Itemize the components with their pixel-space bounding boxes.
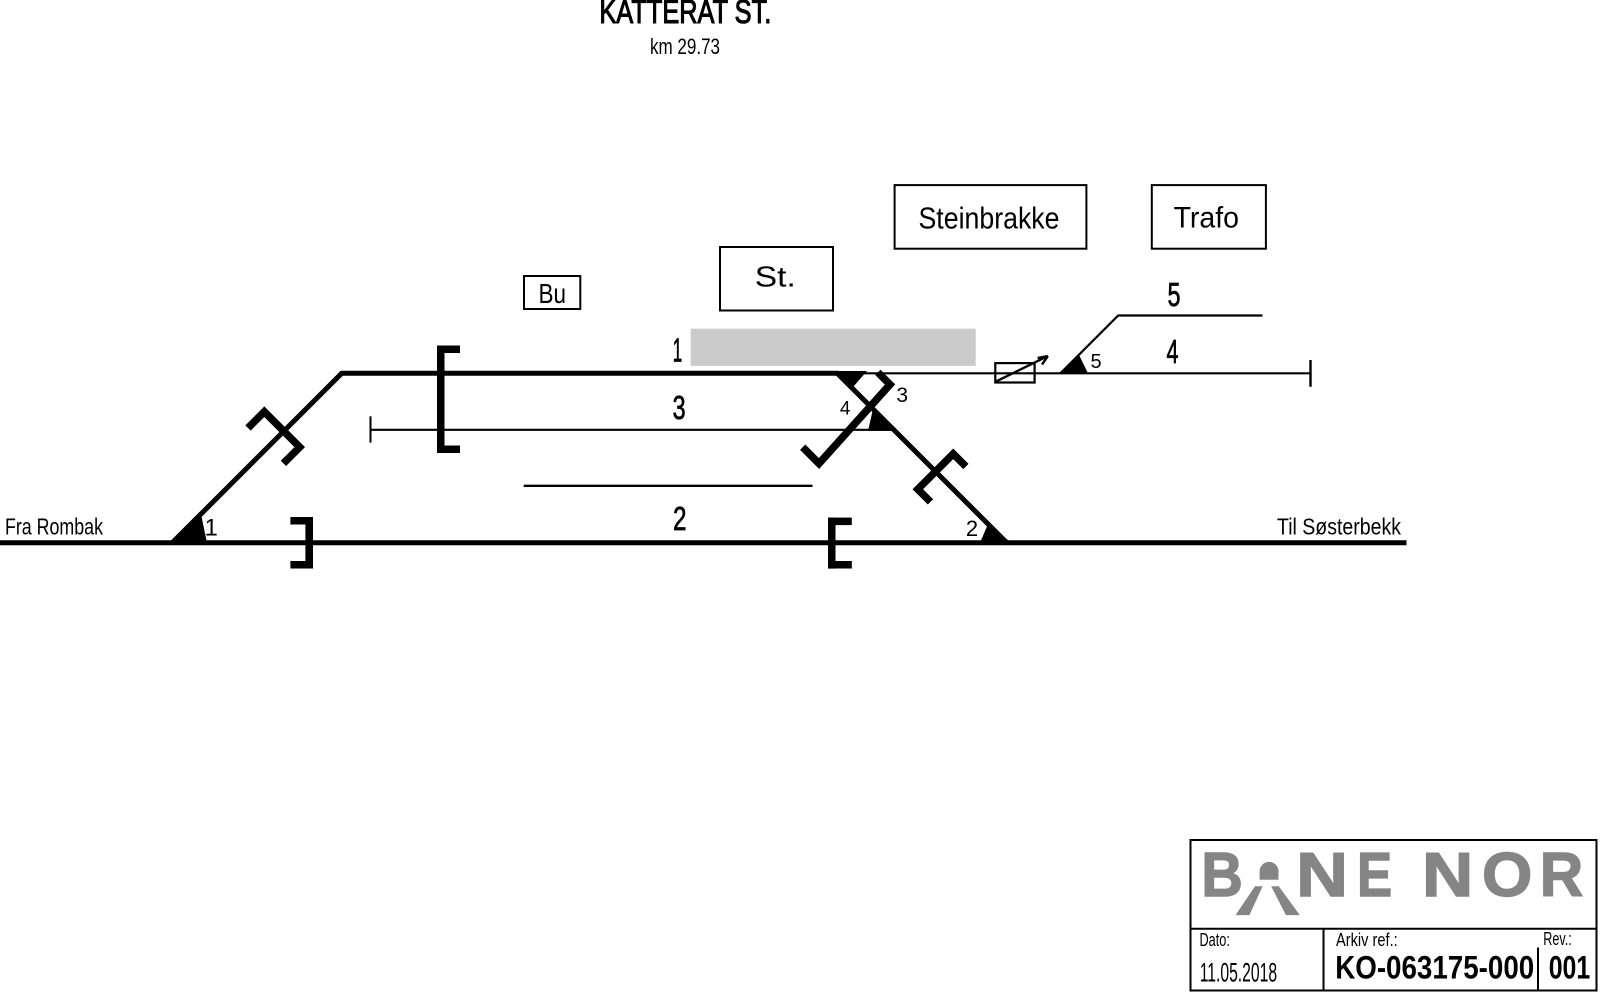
svg-text:4: 4	[840, 399, 851, 420]
svg-text:km 29.73: km 29.73	[650, 34, 720, 59]
svg-text:Rev.:: Rev.:	[1543, 928, 1572, 949]
svg-text:B: B	[1201, 840, 1243, 910]
svg-text:1: 1	[673, 332, 683, 369]
svg-text:2: 2	[966, 516, 978, 541]
svg-text:Fra Rombak: Fra Rombak	[5, 514, 103, 540]
svg-text:R: R	[1540, 840, 1584, 910]
svg-text:001: 001	[1549, 950, 1591, 986]
svg-text:St.: St.	[755, 261, 796, 293]
svg-text:Steinbrakke: Steinbrakke	[919, 201, 1060, 236]
svg-text:3: 3	[673, 389, 686, 426]
svg-text:Bu: Bu	[539, 278, 567, 309]
svg-text:3: 3	[896, 384, 908, 407]
svg-text:N: N	[1422, 840, 1473, 910]
svg-text:KO-063175-000: KO-063175-000	[1335, 950, 1534, 986]
svg-text:Dato:: Dato:	[1200, 929, 1230, 950]
svg-text:5: 5	[1168, 276, 1181, 313]
svg-text:1: 1	[205, 515, 218, 542]
svg-text:Arkiv ref.:: Arkiv ref.:	[1336, 929, 1398, 950]
svg-text:4: 4	[1167, 333, 1179, 370]
svg-text:E: E	[1357, 840, 1392, 910]
svg-text:O: O	[1482, 840, 1532, 910]
svg-text:2: 2	[673, 500, 687, 537]
svg-text:KATTERAT ST.: KATTERAT ST.	[599, 0, 771, 30]
svg-text:5: 5	[1090, 351, 1101, 373]
svg-text:Trafo: Trafo	[1174, 201, 1239, 234]
svg-text:11.05.2018: 11.05.2018	[1200, 957, 1277, 987]
svg-text:N: N	[1296, 840, 1348, 910]
svg-text:Til Søsterbekk: Til Søsterbekk	[1277, 514, 1401, 540]
